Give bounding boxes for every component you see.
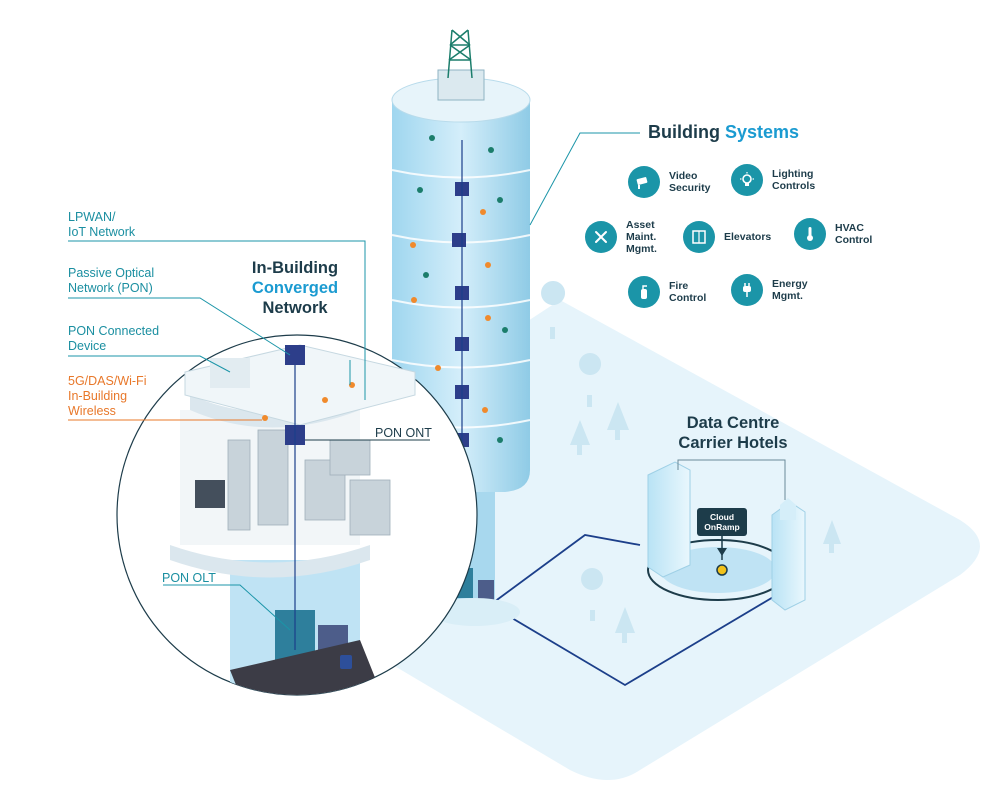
tools-icon [585, 221, 617, 253]
in-building-line2: Converged [251, 279, 339, 297]
system-hvac: HVAC Control [794, 218, 872, 250]
data-centre-title: Data Centre Carrier Hotels [668, 413, 798, 453]
label-pon: Passive Optical Network (PON) [68, 266, 155, 295]
system-lighting-controls: Lighting Controls [731, 164, 815, 196]
system-elevators: Elevators [683, 221, 771, 253]
system-label: Elevators [724, 231, 772, 243]
data-centre-line2: Carrier Hotels [678, 434, 788, 452]
label-lpwan: LPWAN/ IoT Network [68, 210, 136, 239]
system-label: Energy Mgmt. [772, 278, 808, 302]
tree-icons [541, 281, 841, 643]
label-pon-olt: PON OLT [162, 571, 216, 585]
system-label: Video Security [669, 170, 711, 194]
in-building-title: In-Building Converged Network [230, 258, 360, 318]
cloud-onramp-tag: Cloud OnRamp [697, 508, 747, 536]
label-pon-ont: PON ONT [375, 426, 432, 440]
data-centre-buildings [647, 459, 806, 611]
data-centre-line1: Data Centre [686, 414, 780, 432]
building-systems-title-part2: Systems [725, 122, 800, 142]
system-label: HVAC Control [835, 222, 873, 246]
thermometer-icon [794, 218, 826, 250]
system-video-security: Video Security [628, 166, 710, 198]
system-label: Lighting Controls [772, 168, 816, 192]
system-energy: Energy Mgmt. [731, 274, 808, 306]
elevator-icon [683, 221, 715, 253]
building-systems-title-part1: Building [648, 122, 720, 142]
plug-icon [731, 274, 763, 306]
label-pon-device: PON Connected Device [68, 324, 160, 353]
building-systems-title: Building Systems [648, 122, 799, 143]
system-label: Asset Maint. Mgmt. [626, 219, 657, 255]
in-building-line3: Network [262, 299, 328, 317]
system-label: Fire Control [669, 280, 707, 304]
system-asset-maint: Asset Maint. Mgmt. [585, 219, 657, 255]
bulb-icon [731, 164, 763, 196]
in-building-line1: In-Building [251, 259, 339, 277]
system-fire-control: Fire Control [628, 276, 706, 308]
camera-icon [628, 166, 660, 198]
extinguisher-icon [628, 276, 660, 308]
label-wireless: 5G/DAS/Wi-Fi In-Building Wireless [68, 374, 147, 418]
